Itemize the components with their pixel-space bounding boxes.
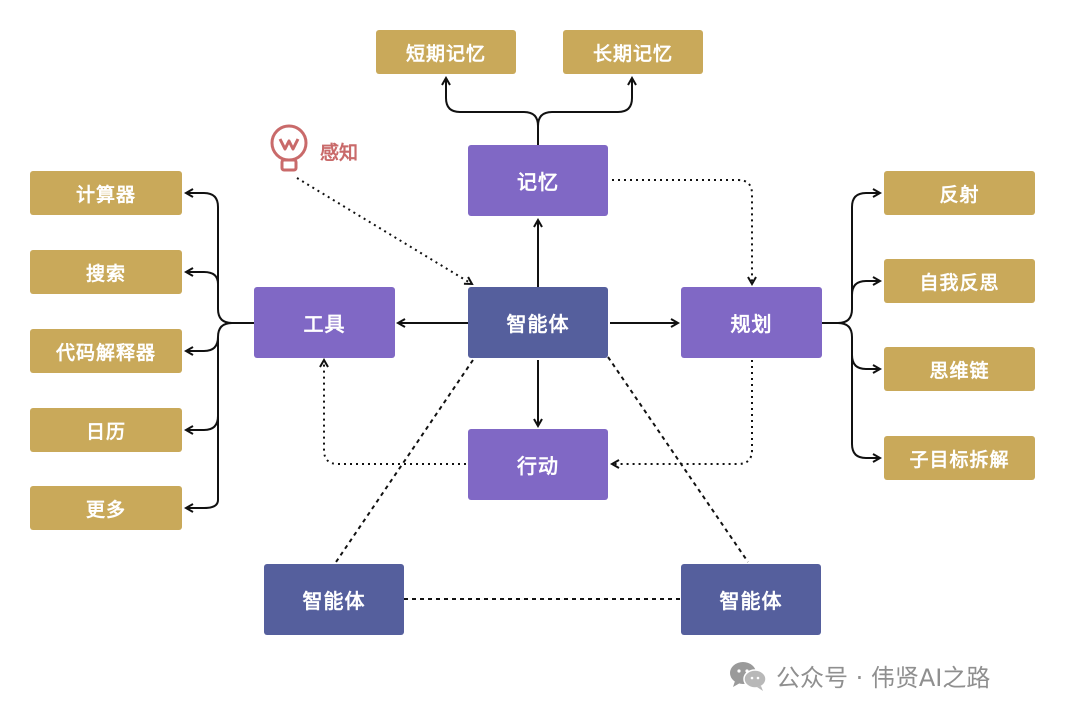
watermark: 公众号 · 伟贤AI之路 (728, 658, 990, 693)
tool-item-search: 搜索 (30, 250, 182, 294)
planning-item-self-reflection: 自我反思 (884, 259, 1035, 303)
edge-memory-long (537, 78, 632, 127)
planning-node: 规划 (681, 287, 822, 358)
edge-tools-trunk (186, 193, 254, 324)
edge-planning-action (612, 360, 753, 464)
edge-planning-trunk (822, 193, 880, 324)
action-node: 行动 (468, 429, 608, 500)
tool-item-calculator: 计算器 (30, 171, 182, 215)
tools-node: 工具 (254, 287, 395, 358)
edge-center-peer-right (607, 356, 749, 563)
perception-label: 感知 (320, 142, 359, 164)
planning-item-chain-of-thought: 思维链 (884, 347, 1035, 391)
planning-item-reflection: 反射 (884, 171, 1035, 215)
lightbulb-icon (270, 124, 308, 172)
edge-memory-planning (612, 179, 752, 284)
watermark-text: 公众号 · 伟贤AI之路 (776, 664, 991, 692)
center-agent-node: 智能体 (468, 287, 608, 358)
short-term-memory-node: 短期记忆 (376, 30, 516, 74)
tool-item-code-interpreter: 代码解释器 (30, 329, 182, 373)
long-term-memory-node: 长期记忆 (563, 30, 703, 74)
memory-node: 记忆 (468, 145, 608, 216)
edge-center-peer-left (335, 359, 474, 563)
peer-agent-left-node: 智能体 (264, 564, 404, 635)
tool-item-calendar: 日历 (30, 408, 182, 452)
peer-agent-right-node: 智能体 (681, 564, 821, 635)
edge-action-tools (324, 360, 466, 465)
tool-item-more: 更多 (30, 486, 182, 530)
edge-memory-split (446, 78, 539, 145)
wechat-icon (730, 661, 767, 691)
planning-item-subgoal-decomposition: 子目标拆解 (884, 436, 1035, 480)
edge-perception-center (296, 177, 472, 284)
